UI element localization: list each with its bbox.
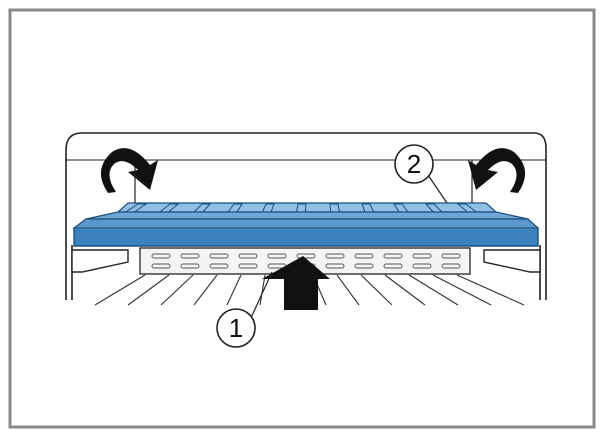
drawer-slot: [238, 263, 258, 269]
drawer-slot: [383, 253, 403, 259]
drawer-slot: [383, 263, 403, 269]
fan-line: [432, 274, 492, 306]
drawer-slot: [441, 253, 461, 259]
drawer-slot: [151, 263, 171, 269]
drawer-slot: [180, 253, 200, 259]
callout-2-label: 2: [407, 149, 421, 179]
curved-arrow-down-right-icon: [100, 148, 158, 193]
drawer-slot: [412, 253, 432, 259]
drawer-slot: [354, 253, 374, 259]
up-arrow-icon: [262, 256, 330, 310]
fan-line: [408, 274, 459, 306]
drawer-slot: [441, 263, 461, 269]
fan-line: [259, 274, 266, 306]
wire-rack: [72, 202, 540, 247]
side-rails: [71, 249, 541, 273]
fan-line: [127, 274, 170, 306]
drawer-slot: [151, 253, 171, 259]
fan-line: [226, 274, 242, 306]
drawer-slot: [238, 253, 258, 259]
drawer-slot: [209, 253, 229, 259]
drawer-slot: [209, 263, 229, 269]
drawer-slot: [325, 263, 345, 269]
fan-line: [384, 274, 426, 306]
fan-lines: [94, 274, 525, 306]
drawer-slot: [267, 253, 287, 259]
curved-arrow-down-left-icon: [468, 148, 526, 193]
fan-line: [193, 274, 218, 306]
fan-line: [336, 274, 360, 306]
drawer-slot: [354, 263, 374, 269]
fan-line: [456, 274, 525, 306]
drawer-slot: [325, 253, 345, 259]
callout-1-label: 1: [229, 313, 243, 343]
fan-line: [160, 274, 194, 306]
drawer-slot: [296, 253, 316, 259]
drawer-slot: [412, 263, 432, 269]
drawer-slot: [180, 263, 200, 269]
fan-line: [94, 274, 146, 306]
callout-2: 2: [394, 144, 448, 204]
callout-1: 1: [216, 271, 273, 348]
fan-line: [360, 274, 393, 306]
